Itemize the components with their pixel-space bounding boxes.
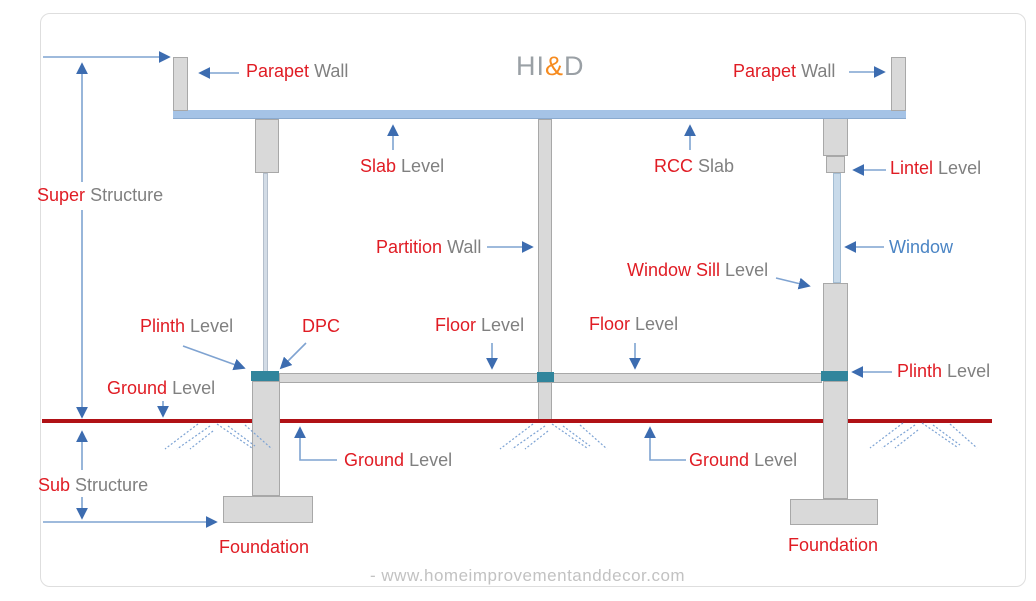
wall-left-upper bbox=[263, 173, 268, 374]
dpc-band-left bbox=[251, 371, 279, 381]
wall-right-sill bbox=[823, 283, 848, 372]
wall-right-lower bbox=[823, 381, 848, 499]
label-parapet-wall-right: Parapet Wall bbox=[733, 61, 836, 81]
label-plinth-level-left: Plinth Level bbox=[140, 316, 234, 336]
label-lintel-level: Lintel Level bbox=[890, 158, 982, 178]
label-rcc-slab: RCC Slab bbox=[654, 156, 735, 176]
dpc-band-right bbox=[821, 371, 848, 381]
dpc-band-center bbox=[537, 372, 554, 382]
logo-d: D bbox=[564, 51, 585, 81]
lintel-right bbox=[826, 156, 845, 173]
label-ground-level-center: Ground Level bbox=[344, 450, 453, 470]
logo-hi: HI bbox=[516, 51, 545, 81]
url-dash: - bbox=[370, 566, 377, 585]
label-partition-wall: Partition Wall bbox=[376, 237, 482, 257]
label-window-sill-level: Window Sill Level bbox=[627, 260, 769, 280]
url-text: www.homeimprovementanddecor.com bbox=[381, 566, 686, 585]
ground-line bbox=[42, 419, 992, 423]
site-logo: HI&D bbox=[516, 51, 585, 82]
foundation-right-block bbox=[790, 499, 878, 525]
label-window: Window bbox=[889, 237, 954, 257]
label-ground-level-right: Ground Level bbox=[689, 450, 798, 470]
label-sub-structure: Sub Structure bbox=[38, 475, 149, 495]
column-right-top bbox=[823, 117, 848, 156]
wall-left-lower bbox=[252, 381, 280, 496]
label-parapet-wall-left: Parapet Wall bbox=[246, 61, 349, 81]
label-plinth-level-right: Plinth Level bbox=[897, 361, 991, 381]
window-pane bbox=[833, 173, 841, 283]
label-foundation-left: Foundation bbox=[219, 537, 310, 557]
column-left-top bbox=[255, 119, 279, 173]
label-floor-level-left: Floor Level bbox=[435, 315, 525, 335]
label-dpc: DPC bbox=[302, 316, 341, 336]
parapet-wall-right bbox=[891, 57, 906, 111]
foundation-left-block bbox=[223, 496, 313, 523]
logo-ampersand: & bbox=[545, 51, 565, 81]
label-slab-level: Slab Level bbox=[360, 156, 445, 176]
label-super-structure: Super Structure bbox=[37, 185, 164, 205]
label-ground-level-left: Ground Level bbox=[107, 378, 216, 398]
rcc-roof-slab bbox=[173, 110, 906, 119]
website-url: - www.homeimprovementanddecor.com bbox=[362, 566, 694, 586]
parapet-wall-left bbox=[173, 57, 188, 111]
slide-border bbox=[40, 13, 1026, 587]
label-floor-level-right: Floor Level bbox=[589, 314, 679, 334]
label-foundation-right: Foundation bbox=[788, 535, 879, 555]
